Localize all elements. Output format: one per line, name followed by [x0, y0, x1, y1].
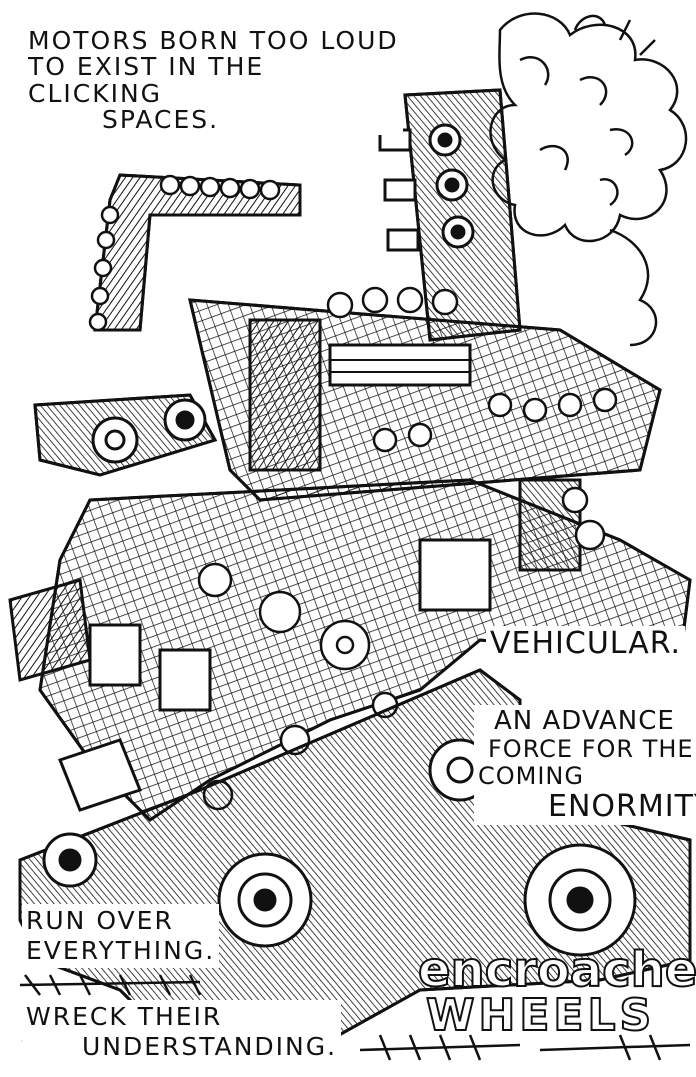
comic-title: encroacher: WHEELS	[417, 942, 696, 1041]
caption-intro-line: TO EXIST IN THE	[28, 52, 265, 82]
caption-vehicular: VEHICULAR.	[486, 626, 686, 662]
caption-advance-line: FORCE FOR THE	[488, 735, 694, 764]
caption-wreck-line: UNDERSTANDING.	[82, 1032, 338, 1061]
caption-intro: MOTORS BORN TOO LOUD TO EXIST IN THE CLI…	[24, 26, 403, 135]
title-line-2: WHEELS	[425, 990, 656, 1041]
caption-intro-line: MOTORS BORN TOO LOUD	[28, 26, 399, 55]
caption-advance: AN ADVANCE FORCE FOR THE COMING ENORMITY…	[474, 705, 696, 826]
tower-structure	[378, 88, 522, 342]
title-line-1: encroacher:	[417, 942, 696, 998]
caption-run-line: EVERYTHING.	[26, 936, 216, 965]
caption-advance-line: AN ADVANCE	[494, 706, 675, 736]
caption-wreck-line: WRECK THEIR	[26, 1002, 223, 1031]
wheel-icon	[88, 174, 281, 332]
caption-intro-line: SPACES.	[102, 104, 220, 134]
machine-body-mid	[188, 298, 662, 502]
wheel-icon	[326, 286, 618, 453]
caption-wreck: WRECK THEIR UNDERSTANDING.	[22, 1000, 342, 1064]
caption-advance-line: ENORMITY.	[548, 788, 696, 824]
gear-icon	[42, 738, 637, 957]
caption-run-line: RUN OVER	[26, 906, 174, 935]
smoke-cloud-icon	[489, 12, 688, 347]
caption-intro-line: CLICKING	[28, 78, 163, 108]
caption-run: RUN OVER EVERYTHING.	[22, 904, 220, 968]
caption-advance-line: COMING	[478, 761, 584, 790]
left-cart	[33, 393, 218, 477]
